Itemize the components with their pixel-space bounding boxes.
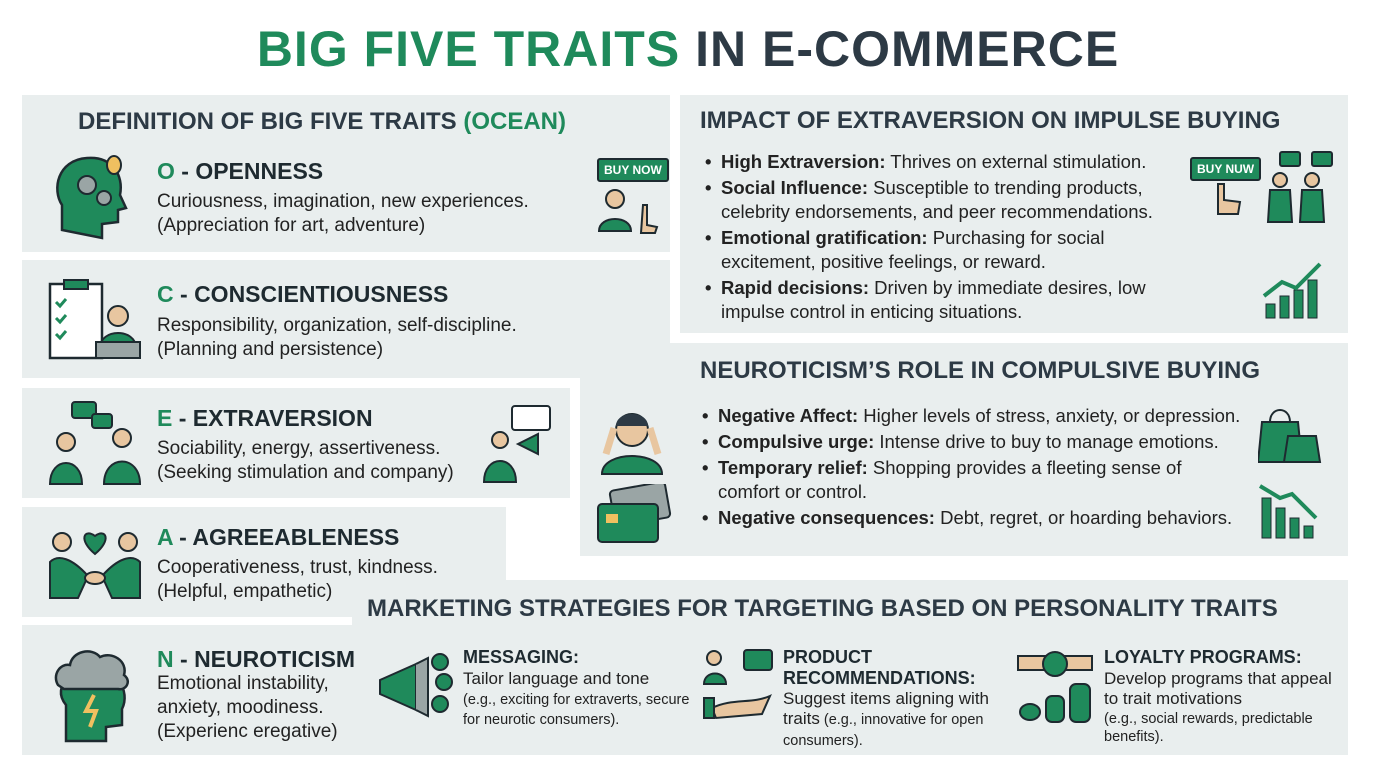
trait-openness-title: O - OPENNESS [157,158,324,184]
messaging-text: Tailor language and tone [463,669,650,688]
bullet-social-influence: Social Influence: Susceptible to trendin… [705,176,1185,224]
head-gears-lightbulb-icon [56,155,128,240]
shopping-bags-icon [1258,409,1322,463]
trait-agreeableness-desc: Cooperativeness, trust, kindness. [157,557,438,578]
stressed-person-icon [600,413,664,475]
loyalty-rewards-icon [1017,651,1093,723]
checklist-laptop-icon [48,279,141,360]
messaging-title: MESSAGING: [463,647,580,667]
trait-extraversion-example: (Seeking stimulation and company) [157,462,454,483]
storm-cloud-head-icon [54,650,129,743]
loyalty-programs-text: Develop programs that appeal to trait mo… [1104,669,1332,708]
definition-heading: DEFINITION OF BIG FIVE TRAITS (OCEAN) [78,108,566,135]
trait-conscientiousness-example: (Planning and persistence) [157,339,384,360]
extraversion-impact-heading: IMPACT OF EXTRAVERSION ON IMPULSE BUYING [700,107,1281,134]
loyalty-programs-title: LOYALTY PROGRAMS: [1104,647,1302,667]
trait-agreeableness-example: (Helpful, empathetic) [157,581,333,602]
trait-neuroticism-desc-1: Emotional instability, [157,673,329,694]
trait-openness-example: (Appreciation for art, adventure) [157,215,426,236]
trait-openness-desc: Curiousness, imagination, new experience… [157,191,529,212]
trait-neuroticism-title: N - NEUROTICISM [157,646,356,672]
marketing-heading: MARKETING STRATEGIES FOR TARGETING BASED… [367,595,1278,622]
falling-chart-icon [1258,484,1318,539]
product-recommendations-title: PRODUCT RECOMMENDATIONS: [783,647,976,688]
trait-conscientiousness-title: C - CONSCIENTIOUSNESS [157,281,449,307]
handshake-heart-icon [49,532,141,599]
shopper-clicking-icon [597,189,659,234]
bullet-compulsive-urge: Compulsive urge: Intense drive to buy to… [702,430,1262,454]
megaphone-messaging-icon [379,653,453,718]
credit-cards-icon [597,484,672,543]
messaging-example: (e.g., exciting for extraverts, secure f… [463,692,690,728]
product-recommendations-text: Suggest items aligning with traits (e.g.… [783,689,990,749]
trait-neuroticism-desc-2: anxiety, moodiness. [157,697,324,718]
trait-extraversion-desc: Sociability, energy, assertiveness. [157,438,441,459]
trait-neuroticism-example: (Experienc eregative) [157,721,338,742]
extraversion-bullet-list: High Extraversion: Thrives on external s… [705,150,1185,326]
neuroticism-role-heading: NEUROTICISM’S ROLE IN COMPULSIVE BUYING [700,357,1261,384]
page-title: BIG FIVE TRAITS IN E-COMMERCE [256,21,1120,77]
bullet-high-extraversion: High Extraversion: Thrives on external s… [705,150,1185,174]
bullet-emotional-gratification: Emotional gratification: Purchasing for … [705,226,1185,274]
buy-now-button-icon: BUY NOW [597,158,669,182]
social-shoppers-icon [1266,151,1333,223]
rising-chart-icon [1262,262,1322,319]
trait-extraversion-title: E - EXTRAVERSION [157,405,373,431]
people-chatting-icon [48,401,142,485]
product-recommendation-icon [702,649,773,720]
pointing-hand-icon [1217,183,1242,215]
buy-now-badge-icon: BUY NUW [1190,157,1262,181]
neuroticism-bullet-list: Negative Affect: Higher levels of stress… [702,404,1262,532]
bullet-rapid-decisions: Rapid decisions: Driven by immediate des… [705,276,1185,324]
bullet-negative-consequences: Negative consequences: Debt, regret, or … [702,506,1262,530]
marketing-panel [352,580,1348,755]
loyalty-programs-example: (e.g., social rewards, predictable benef… [1104,711,1313,745]
trait-conscientiousness-desc: Responsibility, organization, self-disci… [157,315,517,336]
trait-agreeableness-title: A - AGREEABLENESS [157,524,400,550]
speaker-megaphone-icon [482,405,551,483]
bullet-temporary-relief: Temporary relief: Shopping provides a fl… [702,456,1202,504]
bullet-negative-affect: Negative Affect: Higher levels of stress… [702,404,1262,428]
openness-panel [22,95,670,252]
